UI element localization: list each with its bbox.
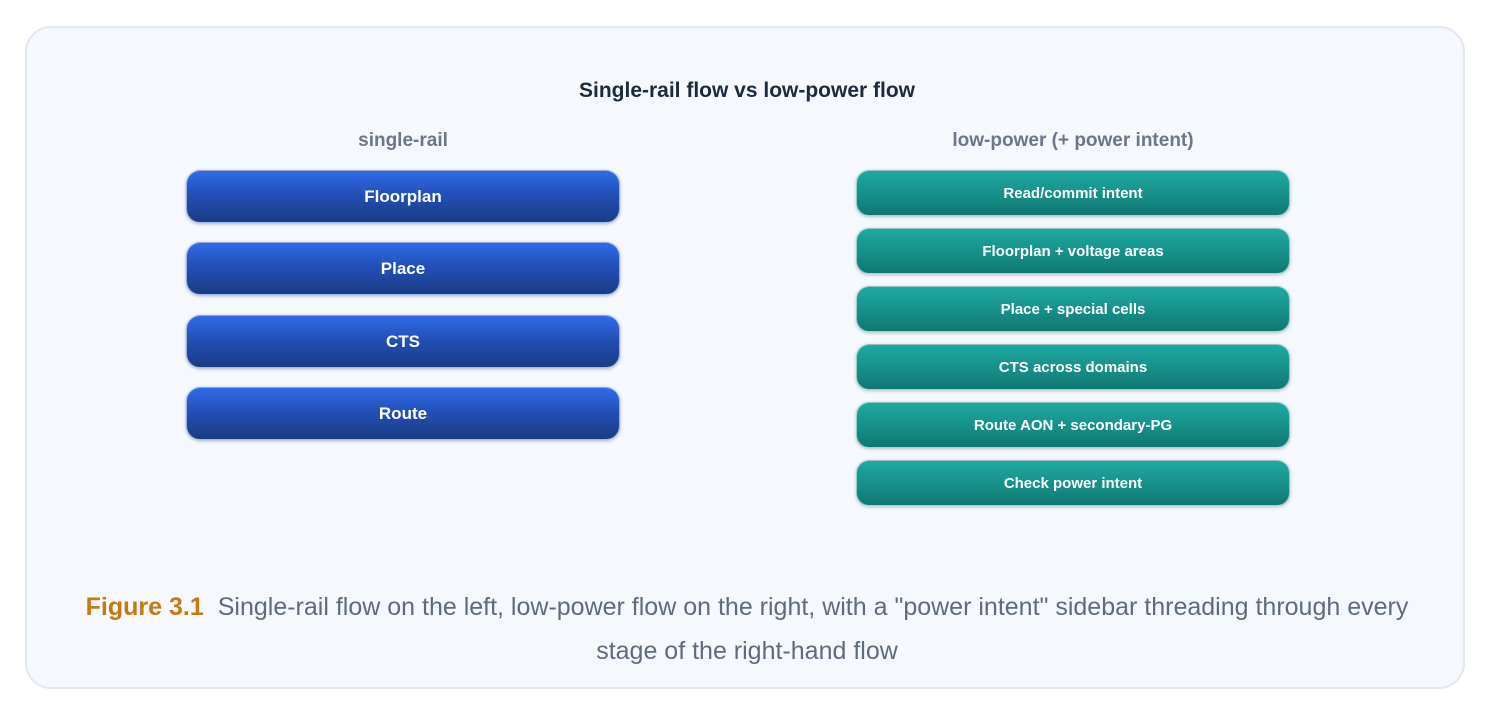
low-power-step-read-commit-intent: Read/commit intent — [856, 170, 1290, 216]
single-rail-step-floorplan: Floorplan — [186, 170, 620, 223]
figure-caption: Figure 3.1 Single-rail flow on the left, … — [67, 585, 1427, 673]
figure-label: Figure 3.1 — [85, 593, 204, 621]
low-power-step-cts-across-domains: CTS across domains — [856, 344, 1290, 390]
single-rail-step-route: Route — [186, 387, 620, 440]
caption-text: Single-rail flow on the left, low-power … — [217, 593, 1409, 665]
low-power-step-place-special-cells: Place + special cells — [856, 286, 1290, 332]
low-power-heading: low-power (+ power intent) — [952, 130, 1194, 151]
diagram-title: Single-rail flow vs low-power flow — [578, 79, 916, 102]
figure-card: Single-rail flow vs low-power flow singl… — [25, 26, 1465, 689]
low-power-step-check-power-intent: Check power intent — [856, 460, 1290, 506]
single-rail-step-cts: CTS — [186, 315, 620, 368]
single-rail-heading: single-rail — [358, 130, 448, 151]
low-power-step-floorplan-voltage-areas: Floorplan + voltage areas — [856, 228, 1290, 274]
low-power-step-route-aon-secondary-pg: Route AON + secondary-PG — [856, 402, 1290, 448]
single-rail-step-place: Place — [186, 242, 620, 295]
